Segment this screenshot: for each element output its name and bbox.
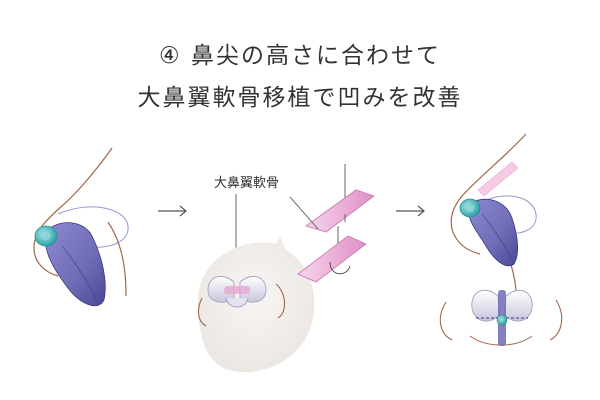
tip-marker-front [496, 314, 508, 326]
alar-cartilage-view [207, 276, 267, 308]
profile-after [450, 133, 537, 291]
guide-curve [57, 206, 129, 248]
arrow-right-icon-2 [396, 205, 425, 217]
zoom-bubble [198, 236, 315, 373]
title-line-1: ④ 鼻尖の高さに合わせて [159, 43, 441, 69]
nostril-view-after [439, 289, 563, 346]
graft-upper [305, 164, 375, 233]
nose-tip-cartilage-after [468, 198, 518, 267]
profile-before [33, 147, 129, 307]
nostril-outline [197, 283, 286, 327]
guide-curve-after [485, 195, 537, 234]
nose-profile-line-after [450, 133, 527, 255]
dorsal-graft [477, 161, 519, 197]
graft-leader-line [289, 196, 319, 230]
cheek-line [107, 221, 127, 297]
nose-profile-line [33, 147, 113, 277]
cartilage-section: 大鼻翼軟骨 [197, 164, 375, 373]
arrow-right-icon [158, 205, 187, 217]
cartilage-label: 大鼻翼軟骨 [214, 175, 279, 191]
graft-lower [297, 226, 367, 283]
title-line-2: 大鼻翼軟骨移植で凹みを改善 [137, 85, 463, 111]
cartilage-inner-line [61, 245, 97, 299]
